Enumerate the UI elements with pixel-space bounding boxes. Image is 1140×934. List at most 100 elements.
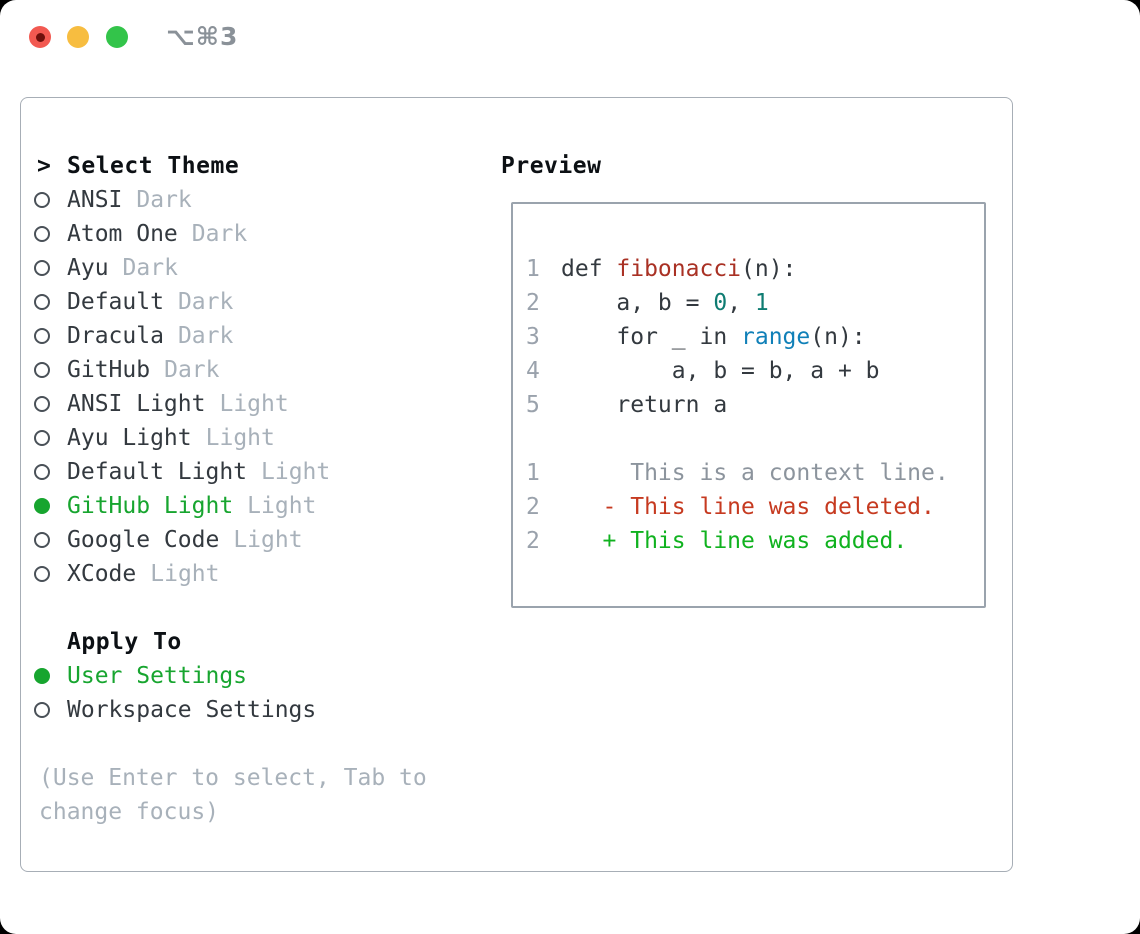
option-variant-tag: Light [233,527,303,553]
window-titlebar: ⌥⌘3 [0,0,1140,97]
code-segment-plain: a, b = [561,290,714,316]
bullet-cell [33,421,67,455]
line-number: 1 [526,256,540,282]
theme-option[interactable]: Default Dark [33,285,473,319]
radio-unselected-icon [34,532,50,548]
code-line: 1 def fibonacci(n): [526,252,984,286]
option-variant-tag: Dark [191,221,248,247]
spacer [33,591,473,625]
line-number: 5 [526,392,540,418]
code-segment-plain: def [561,256,617,282]
option-label: XCode [67,561,137,587]
apply-to-option[interactable]: User Settings [33,659,473,693]
bullet-cell [33,183,67,217]
select-theme-header: > Select Theme [33,149,473,183]
line-number: 3 [526,324,540,350]
option-variant-tag: Light [261,459,331,485]
bullet-cell [33,285,67,319]
radio-selected-icon [34,668,50,684]
bullet-cell [33,319,67,353]
close-dot-icon [35,32,45,42]
radio-unselected-icon [34,294,50,310]
radio-unselected-icon [34,226,50,242]
code-segment-function: fibonacci [616,256,742,282]
option-variant-tag: Dark [164,357,220,383]
code-segment-plain: return a [561,392,728,418]
option-label: ANSI [67,187,123,213]
close-button[interactable] [29,26,51,48]
option-variant-tag: Dark [177,323,234,349]
code-line: 3 for _ in range(n): [526,320,984,354]
bullet-cell [33,659,67,693]
code-line: 2 + This line was added. [526,524,984,558]
radio-unselected-icon [34,362,50,378]
code-segment-deleted: - This line was deleted. [561,494,935,520]
select-theme-title: Select Theme [67,153,240,179]
theme-option[interactable]: GitHub Light Light [33,489,473,523]
radio-unselected-icon [34,702,50,718]
maximize-button[interactable] [106,26,128,48]
code-segment-number: 1 [754,290,769,316]
code-segment-plain: (n): [810,324,866,350]
bullet-cell [33,523,67,557]
theme-option[interactable]: Atom One Dark [33,217,473,251]
preview-header: Preview [501,149,986,183]
bullet-cell [33,251,67,285]
apply-to-option[interactable]: Workspace Settings [33,693,473,727]
option-label: GitHub Light [67,493,234,519]
window-shortcut-label: ⌥⌘3 [166,22,239,51]
option-variant-tag: Dark [122,255,178,281]
code-segment-added: + This line was added. [561,528,908,554]
theme-option[interactable]: GitHub Dark [33,353,473,387]
line-number: 2 [526,290,540,316]
hint-text: (Use Enter to select, Tab to change focu… [39,765,427,825]
radio-unselected-icon [34,328,50,344]
bullet-cell [33,693,67,727]
bullet-cell [33,455,67,489]
theme-option[interactable]: Dracula Dark [33,319,473,353]
option-label: GitHub [67,357,151,383]
option-variant-tag: Dark [177,289,234,315]
option-label: User Settings [67,663,248,689]
bullet-cell [33,489,67,523]
option-label: Atom One [67,221,178,247]
code-line: 2 - This line was deleted. [526,490,984,524]
code-line: 2 a, b = 0, 1 [526,286,984,320]
option-label: Dracula [67,323,164,349]
code-line [526,422,984,456]
prompt-caret-icon: > [37,153,51,179]
minimize-button[interactable] [67,26,89,48]
option-label: Default [67,289,164,315]
radio-selected-icon [34,498,50,514]
code-segment-context: This is a context line. [561,460,949,486]
theme-option[interactable]: Google Code Light [33,523,473,557]
option-label: Google Code [67,527,220,553]
code-segment-plain: (n): [741,256,797,282]
line-number: 2 [526,528,540,554]
option-variant-tag: Light [247,493,317,519]
radio-unselected-icon [34,260,50,276]
code-line: 5 return a [526,388,984,422]
option-label: Default Light [67,459,248,485]
code-segment-plain: for _ in [561,324,742,350]
code-segment-plain: , [727,290,755,316]
code-segment-number: 0 [713,290,728,316]
apply-to-title: Apply To [67,629,182,655]
preview-title: Preview [501,153,602,179]
theme-option[interactable]: Default Light Light [33,455,473,489]
option-label: Ayu Light [67,425,192,451]
radio-unselected-icon [34,566,50,582]
line-number: 1 [526,460,540,486]
bullet-cell [33,557,67,591]
line-number: 4 [526,358,540,384]
